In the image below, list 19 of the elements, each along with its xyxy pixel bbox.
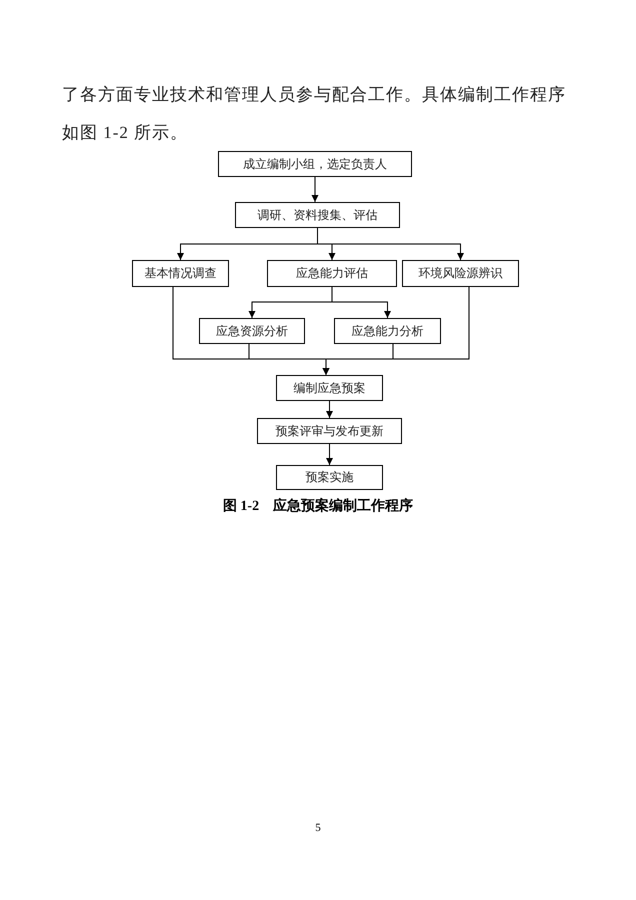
arrow (332, 286, 391, 318)
figure-caption: 图 1-2 应急预案编制工作程序 (222, 496, 414, 516)
process-box: 应急能力分析 (334, 318, 441, 344)
process-box: 预案实施 (276, 465, 383, 490)
arrow (322, 286, 470, 376)
body-paragraph: 了各方面专业技术和管理人员参与配合工作。具体编制工作程序如图 1-2 所示。 (62, 84, 567, 144)
process-box: 预案评审与发布更新 (257, 418, 402, 444)
process-box: 应急能力评估 (267, 260, 397, 287)
page-number: 5 (314, 821, 322, 836)
process-box: 基本情况调查 (132, 260, 229, 287)
arrow (317, 228, 464, 260)
process-box: 调研、资料搜集、评估 (235, 202, 400, 228)
arrow (326, 444, 333, 466)
process-box: 环境风险源辨识 (402, 260, 519, 287)
process-box: 应急资源分析 (199, 318, 305, 344)
arrow (312, 176, 318, 202)
arrow (326, 400, 333, 418)
process-box: 编制应急预案 (276, 375, 383, 401)
process-box: 成立编制小组，选定负责人 (218, 151, 412, 177)
